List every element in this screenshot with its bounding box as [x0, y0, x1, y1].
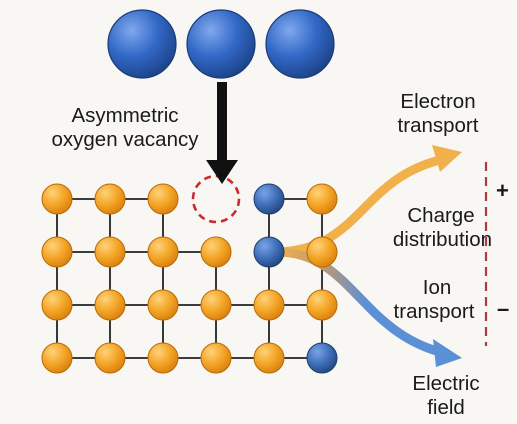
plus-sign: + — [496, 178, 509, 203]
blue-lattice-atom — [306, 342, 338, 374]
vacancy-arrow-shaft — [217, 82, 227, 164]
ion-transport-arrow — [272, 247, 445, 357]
oxygen-atom — [186, 9, 256, 79]
orange-lattice-atom — [306, 289, 338, 321]
electron-transport-line1: Electron — [400, 90, 476, 113]
electric-field-label: Electric field — [396, 372, 496, 419]
orange-lattice-atom — [200, 236, 232, 268]
transport-arrows — [272, 145, 488, 367]
electron-transport-line2: transport — [397, 113, 479, 137]
electron-transport-arrowhead — [432, 145, 462, 172]
oxygen-atoms — [107, 9, 335, 184]
orange-lattice-atom — [94, 236, 126, 268]
oxygen-vacancy-ring — [191, 174, 241, 224]
orange-lattice-atom — [147, 183, 179, 215]
orange-lattice-atom — [147, 289, 179, 321]
ion-transport-arrowhead — [433, 339, 462, 367]
oxygen-atom — [107, 9, 177, 79]
lattice-bonds — [56, 198, 323, 359]
ion-transport-label: Ion transport — [380, 276, 488, 323]
vacancy-label: Asymmetric oxygen vacancy — [27, 104, 223, 151]
orange-lattice-atom — [147, 236, 179, 268]
orange-lattice-atom — [253, 342, 285, 374]
orange-lattice-atom — [147, 342, 179, 374]
electron-transport-arrow — [272, 155, 445, 257]
orange-lattice-atom — [306, 183, 338, 215]
electric-field-line1: Electric — [412, 372, 480, 395]
vacancy-label-line2: oxygen vacancy — [51, 127, 199, 151]
vacancy-arrowhead — [206, 160, 238, 184]
electron-transport-label: Electron transport — [378, 90, 498, 137]
minus-sign: – — [497, 296, 510, 321]
orange-lattice-atom — [200, 289, 232, 321]
ion-transport-line1: Ion — [422, 276, 452, 299]
blue-lattice-atom — [253, 183, 285, 215]
charge-distribution-label: Charge distribution — [380, 204, 492, 251]
orange-lattice-atom — [41, 183, 73, 215]
orange-lattice-atom — [253, 289, 285, 321]
vacancy-label-line1: Asymmetric — [71, 104, 179, 127]
orange-lattice-atom — [94, 289, 126, 321]
orange-lattice-atom — [200, 342, 232, 374]
ion-transport-line2: transport — [393, 299, 475, 323]
blue-lattice-atom — [253, 236, 285, 268]
orange-lattice-atom — [41, 289, 73, 321]
charge-distribution-line1: Charge — [407, 204, 475, 227]
lattice-atoms — [41, 174, 338, 374]
charge-distribution-line2: distribution — [392, 227, 492, 251]
orange-lattice-atom — [94, 342, 126, 374]
orange-lattice-atom — [41, 236, 73, 268]
orange-lattice-atom — [94, 183, 126, 215]
oxygen-atom — [265, 9, 335, 79]
electric-field-line2: field — [427, 395, 465, 419]
orange-lattice-atom — [306, 236, 338, 268]
orange-lattice-atom — [41, 342, 73, 374]
